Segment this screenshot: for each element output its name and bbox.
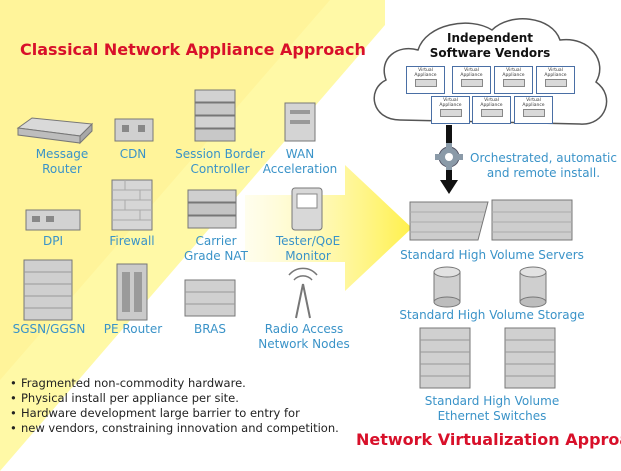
gear-icon: [435, 143, 463, 171]
cdn-icon: [114, 118, 154, 142]
bullet-item: Hardware development large barrier to en…: [10, 406, 339, 421]
label-pe-router: PE Router: [103, 322, 163, 336]
classical-bullets: Fragmented non-commodity hardware. Physi…: [10, 376, 339, 436]
label-servers: Standard High Volume Servers: [400, 248, 584, 262]
firewall-icon: [111, 179, 153, 231]
bullet-item: Physical install per appliance per site.: [10, 391, 339, 406]
sgsn-ggsn-icon: [23, 259, 73, 321]
ethernet-switch-icon: [419, 327, 556, 389]
storage-cylinder-icon: [433, 266, 547, 308]
virtualization-title: Network Virtualization Approach: [356, 430, 621, 449]
wan-acceleration-icon: [284, 102, 316, 142]
tester-qoe-monitor-icon: [291, 187, 323, 231]
bras-icon: [184, 279, 236, 317]
label-sgsn-ggsn: SGSN/GGSN: [12, 322, 86, 336]
bullet-item-continuation: new vendors, constraining innovation and…: [10, 421, 339, 436]
dpi-icon: [25, 209, 81, 231]
antenna-tower-icon: [288, 267, 318, 319]
label-storage: Standard High Volume Storage: [399, 308, 585, 322]
install-arrow: [440, 125, 458, 194]
session-border-controller-icon: [194, 89, 236, 142]
classical-background-fade: [0, 0, 330, 380]
bullet-item: Fragmented non-commodity hardware.: [10, 376, 339, 391]
pe-router-icon: [116, 263, 148, 321]
message-router-icon: [16, 117, 94, 145]
classical-title: Classical Network Appliance Approach: [20, 40, 366, 59]
label-firewall: Firewall: [109, 234, 155, 248]
transition-arrow: [245, 165, 412, 291]
label-bras: BRAS: [194, 322, 226, 336]
server-rack-icon: [409, 199, 573, 241]
label-dpi: DPI: [42, 234, 63, 248]
label-cdn: CDN: [119, 147, 147, 161]
carrier-grade-nat-icon: [187, 189, 237, 229]
